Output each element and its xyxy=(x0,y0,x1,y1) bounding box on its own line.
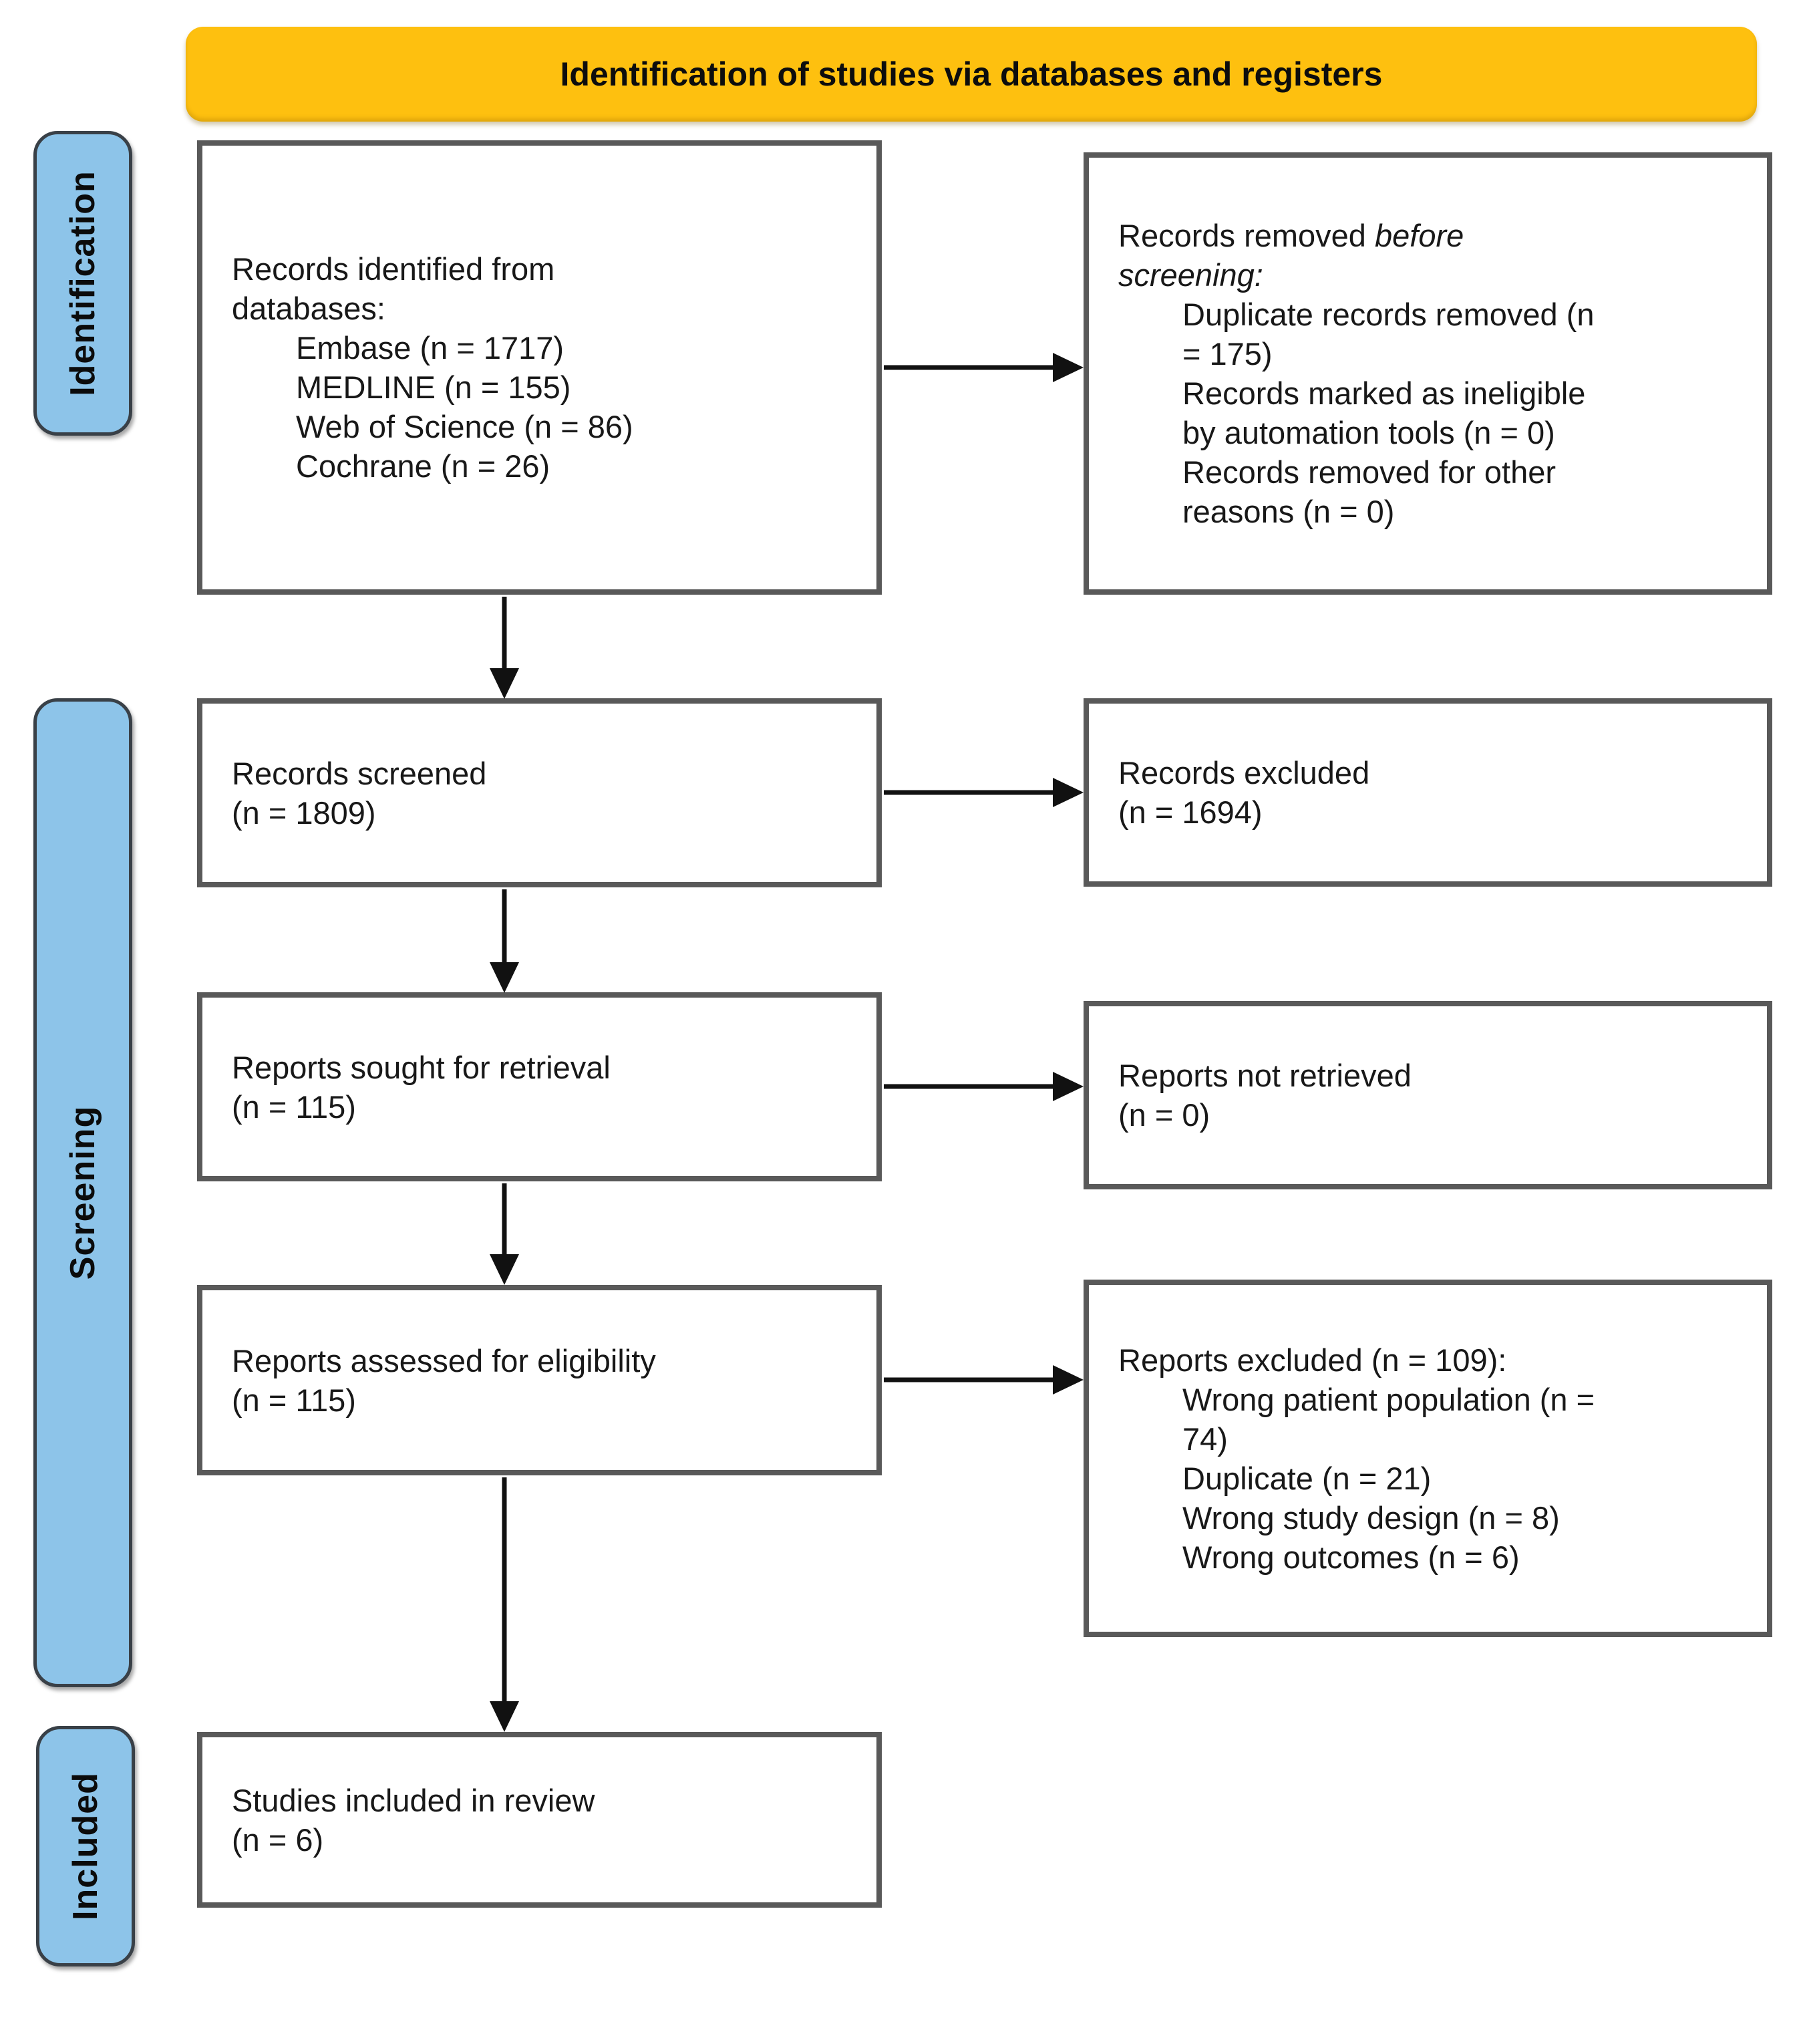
banner-title: Identification of studies via databases … xyxy=(560,55,1383,93)
stage-label-included: Included xyxy=(36,1726,135,1966)
text-line: (n = 115) xyxy=(232,1382,356,1418)
box-records-excluded: Records excluded (n = 1694) xyxy=(1084,698,1772,887)
text-line: Wrong patient population (n = xyxy=(1182,1381,1595,1417)
box-reports-not-retrieved: Reports not retrieved (n = 0) xyxy=(1084,1001,1772,1189)
text-line: Reports assessed for eligibility xyxy=(232,1342,656,1378)
box-text: Reports excluded (n = 109):Wrong patient… xyxy=(1089,1334,1613,1584)
box-text: Reports sought for retrieval(n = 115) xyxy=(202,1041,629,1133)
text-line: Cochrane (n = 26) xyxy=(296,448,550,484)
text-line: Duplicate records removed (n xyxy=(1182,297,1595,332)
text-line: Records screened xyxy=(232,755,487,791)
text-line: Duplicate (n = 21) xyxy=(1182,1460,1432,1496)
box-studies-included: Studies included in review(n = 6) xyxy=(197,1732,882,1908)
text-line: (n = 0) xyxy=(1118,1097,1210,1133)
stage-label-text: Screening xyxy=(63,1105,102,1280)
text-line: Studies included in review xyxy=(232,1782,595,1818)
arrow-assessed-to-reports-excluded xyxy=(884,1365,1084,1395)
text-line: Wrong study design (n = 8) xyxy=(1182,1499,1560,1536)
arrow-screened-to-sought xyxy=(490,889,519,993)
arrow-screened-to-excluded xyxy=(884,778,1084,807)
arrow-sought-to-assessed xyxy=(490,1183,519,1285)
text-line: Wrong outcomes (n = 6) xyxy=(1182,1539,1520,1575)
stage-label-identification: Identification xyxy=(33,131,132,436)
text-line: MEDLINE (n = 155) xyxy=(296,370,571,405)
box-reports-excluded: Reports excluded (n = 109):Wrong patient… xyxy=(1084,1280,1772,1637)
box-text: Studies included in review(n = 6) xyxy=(202,1774,613,1866)
text-line: (n = 6) xyxy=(232,1821,324,1858)
text-line: Records excluded xyxy=(1118,755,1370,790)
text-line: = 175) xyxy=(1182,336,1273,372)
arrow-sought-to-not-retrieved xyxy=(884,1072,1084,1101)
banner-databases-and-registers: Identification of studies via databases … xyxy=(186,27,1757,122)
arrow-assessed-to-included xyxy=(490,1477,519,1732)
text-line: Embase (n = 1717) xyxy=(296,330,564,366)
box-text: Records screened(n = 1809) xyxy=(202,747,505,839)
text-line: by automation tools (n = 0) xyxy=(1182,415,1555,450)
stage-label-text: Included xyxy=(66,1772,105,1920)
box-records-removed-before-screening: Records removed before screening: Duplicat… xyxy=(1084,152,1772,595)
text-line: (n = 115) xyxy=(232,1088,356,1125)
box-records-identified: Records identified from databases: Embase … xyxy=(197,140,882,595)
box-reports-sought: Reports sought for retrieval(n = 115) xyxy=(197,992,882,1181)
text-line: databases: xyxy=(232,291,385,326)
text-line: Reports sought for retrieval xyxy=(232,1049,611,1085)
stage-label-text: Identification xyxy=(63,170,102,396)
text-line: reasons (n = 0) xyxy=(1182,494,1395,529)
text-line: (n = 1809) xyxy=(232,794,376,831)
text-line: Records removed for other xyxy=(1182,454,1557,490)
arrow-identified-to-screened xyxy=(490,597,519,699)
box-reports-assessed: Reports assessed for eligibility (n = 115… xyxy=(197,1285,882,1475)
box-text: Records identified from databases: Embase … xyxy=(202,243,652,492)
arrow-identified-to-removed xyxy=(884,353,1084,382)
stage-label-screening: Screening xyxy=(33,698,132,1687)
text-line: 74) xyxy=(1182,1421,1228,1457)
text-line: Records identified from xyxy=(232,251,555,287)
text-line: screening: xyxy=(1118,257,1263,293)
text-line: (n = 1694) xyxy=(1118,794,1263,830)
text-line: Reports not retrieved xyxy=(1118,1058,1412,1093)
box-text: Reports not retrieved (n = 0) xyxy=(1089,1049,1430,1141)
box-text: Records excluded (n = 1694) xyxy=(1089,746,1388,839)
box-records-screened: Records screened(n = 1809) xyxy=(197,698,882,887)
box-text: Reports assessed for eligibility (n = 115… xyxy=(202,1334,675,1427)
box-text: Records removed before screening: Duplicat… xyxy=(1089,209,1613,538)
text-line: Records marked as ineligible xyxy=(1182,376,1586,411)
text-line: Reports excluded (n = 109): xyxy=(1118,1342,1507,1378)
text-line: Records removed before xyxy=(1118,218,1464,253)
text-line: Web of Science (n = 86) xyxy=(296,409,633,444)
